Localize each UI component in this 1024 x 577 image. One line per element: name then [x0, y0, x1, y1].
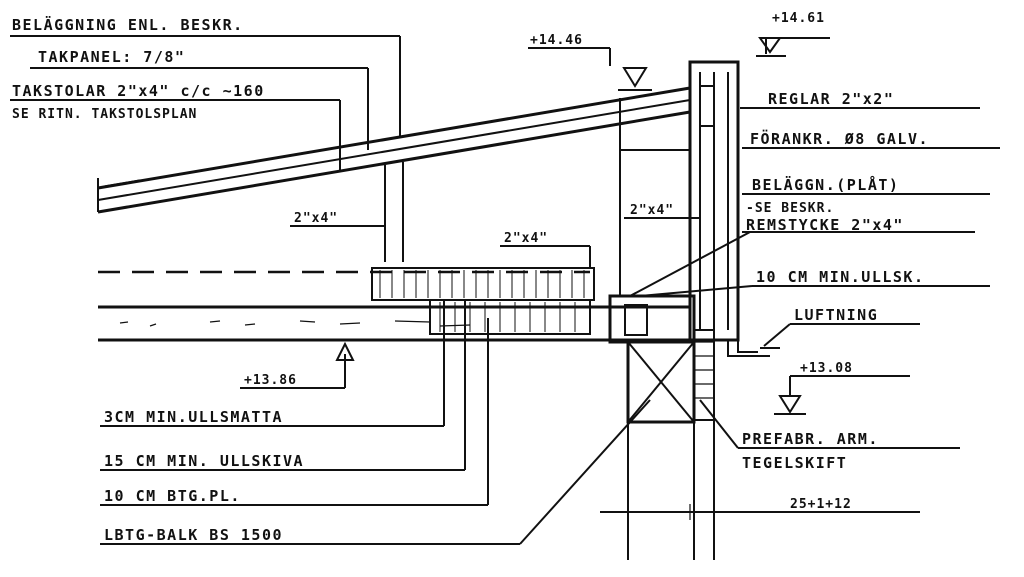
concrete-slab [98, 299, 690, 342]
label-se-beskr: -SE BESKR. [746, 201, 834, 216]
label-ullskiva: 15 CM MIN. ULLSKIVA [104, 452, 304, 470]
label-ullsmatta: 3CM MIN.ULLSMATTA [104, 408, 283, 426]
level-marker-top-right [756, 37, 786, 57]
level-marker-bottom-left [335, 341, 355, 361]
label-belaggn-plat: BELÄGGN.(PLÅT) [752, 175, 899, 194]
parapet [688, 60, 770, 357]
label-level-top-right: +14.61 [772, 11, 825, 26]
level-marker-bottom-right [774, 376, 806, 415]
label-belaggning: BELÄGGNING ENL. BESKR. [12, 15, 244, 34]
roof-slope [97, 86, 691, 214]
label-remstycke: REMSTYCKE 2"x4" [746, 216, 904, 234]
label-lbtg-balk: LBTG-BALK BS 1500 [104, 526, 283, 544]
label-dim-left: 2"x4" [294, 211, 338, 226]
truss-verticals [384, 98, 621, 296]
label-dim-mid: 2"x4" [504, 231, 548, 246]
leader-lines [10, 35, 1000, 545]
label-takstolar: TAKSTOLAR 2"x4" c/c ~160 [12, 82, 265, 100]
label-luftning: LUFTNING [794, 306, 878, 324]
label-level-bottom-left: +13.86 [244, 373, 297, 388]
label-dim-right: 2"x4" [630, 203, 674, 218]
label-level-top-left: +14.46 [530, 33, 583, 48]
edge-beam [608, 294, 715, 560]
label-takstolsplan: SE RITN. TAKSTOLSPLAN [12, 107, 197, 122]
label-reglar: REGLAR 2"x2" [768, 90, 894, 108]
level-marker-top-left [618, 67, 652, 91]
label-level-bottom-right: +13.08 [800, 361, 853, 376]
label-prefab: PREFABR. ARM. [742, 430, 879, 448]
label-forankr: FÖRANKR. Ø8 GALV. [750, 129, 929, 148]
label-btg-pl: 10 CM BTG.PL. [104, 487, 241, 505]
label-ullsk-10: 10 CM MIN.ULLSK. [756, 268, 925, 286]
label-tegelskift: TEGELSKIFT [742, 454, 847, 472]
label-dim-bottom: 25+1+12 [790, 497, 852, 512]
label-takpanel: TAKPANEL: 7/8" [38, 48, 185, 66]
